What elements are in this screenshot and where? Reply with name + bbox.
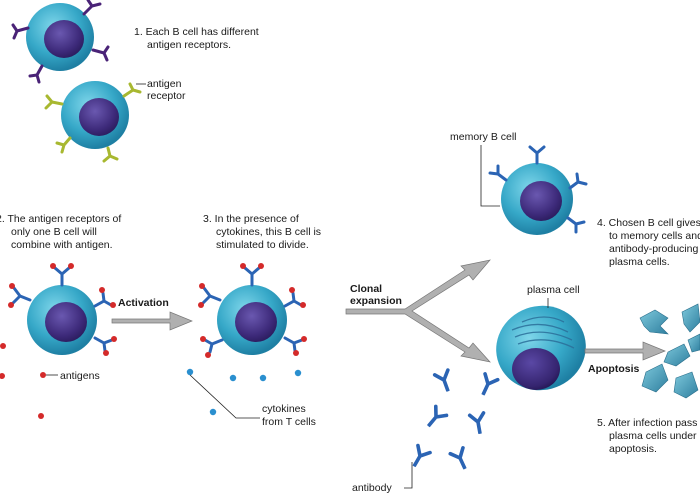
memory-b-cell-label: memory B cell <box>450 131 517 143</box>
step-4-line-3: antibody-producing <box>609 243 698 255</box>
antigen-receptors-purple <box>11 0 110 84</box>
antigen-receptor-label: antigen receptor <box>147 78 186 102</box>
memory-b-cell <box>488 145 588 235</box>
antibody-label: antibody <box>352 482 392 494</box>
free-antigens <box>38 372 46 419</box>
clonal-expansion-line-1: Clonal <box>350 283 382 295</box>
antigen-receptor-line-2: receptor <box>147 90 186 102</box>
step-5-line-3: apoptosis. <box>609 443 657 455</box>
step-4-line-4: plasma cells. <box>609 256 670 268</box>
cytokines <box>186 368 302 416</box>
cell-nucleus <box>79 98 119 136</box>
antibody-pointer <box>404 462 413 489</box>
b-cell-activated <box>0 263 117 379</box>
cytokines-label: cytokines from T cells <box>262 403 316 428</box>
memory-cell-receptors <box>488 145 588 234</box>
step-2-line-3: combine with antigen. <box>11 239 113 251</box>
antibodies <box>406 368 500 473</box>
bound-antigens <box>198 263 307 358</box>
step-3-line-1: 3. In the presence of <box>203 213 299 225</box>
step-1-line-1: 1. Each B cell has different <box>134 26 259 38</box>
activation-arrow <box>111 311 193 331</box>
step-3-line-2: cytokines, this B cell is <box>216 226 321 238</box>
memory-b-cell-pointer <box>480 145 500 207</box>
step-5-line-2: plasma cells under <box>609 430 697 442</box>
plasma-cell-label: plasma cell <box>527 284 580 296</box>
b-cell-stimulated <box>198 263 307 358</box>
b-cell-purple-receptors <box>11 0 110 84</box>
b-cell-green-receptors <box>44 81 142 163</box>
apoptotic-fragments <box>639 303 700 399</box>
clonal-expansion-arrow <box>345 259 491 363</box>
step-5-text: 5. After infection pass plasma cells und… <box>597 417 697 455</box>
antigen-receptors-green <box>44 82 142 163</box>
cytokines-line-2: from T cells <box>262 416 316 428</box>
activation-label: Activation <box>118 297 169 309</box>
receptors-with-antigen <box>11 266 114 353</box>
cytokines-pointer <box>189 374 260 419</box>
step-4-text: 4. Chosen B cell gives to memory cells a… <box>597 217 700 268</box>
antigen-receptor-line-1: antigen <box>147 78 182 90</box>
step-3-line-3: stimulated to divide. <box>216 239 309 251</box>
cell-nucleus <box>512 348 560 390</box>
cell-nucleus <box>44 20 84 58</box>
antigens-label: antigens <box>60 370 100 382</box>
cell-nucleus <box>45 302 87 342</box>
cell-nucleus <box>520 181 562 221</box>
cell-nucleus <box>235 302 277 342</box>
step-5-line-1: 5. After infection pass <box>597 417 697 429</box>
clonal-expansion-line-2: expansion <box>350 295 402 307</box>
apoptosis-label: Apoptosis <box>588 363 639 375</box>
clonal-expansion-label: Clonal expansion <box>350 283 402 307</box>
plasma-cell <box>496 305 586 391</box>
step-3-text: 3. In the presence of cytokines, this B … <box>203 213 321 251</box>
step-1-line-2: antigen receptors. <box>147 39 231 51</box>
bound-antigens <box>0 263 117 379</box>
receptors-with-antigen <box>201 266 304 354</box>
step-2-text: 2. The antigen receptors of only one B c… <box>0 213 121 251</box>
cytokines-line-1: cytokines <box>262 403 306 415</box>
step-2-line-1: 2. The antigen receptors of <box>0 213 121 225</box>
step-4-line-2: to memory cells and <box>609 230 700 242</box>
step-2-line-2: only one B cell will <box>11 226 97 238</box>
step-1-text: 1. Each B cell has different antigen rec… <box>134 26 259 51</box>
step-4-line-1: 4. Chosen B cell gives <box>597 217 700 229</box>
apoptosis-arrow <box>584 341 666 361</box>
endoplasmic-reticulum <box>511 316 575 349</box>
